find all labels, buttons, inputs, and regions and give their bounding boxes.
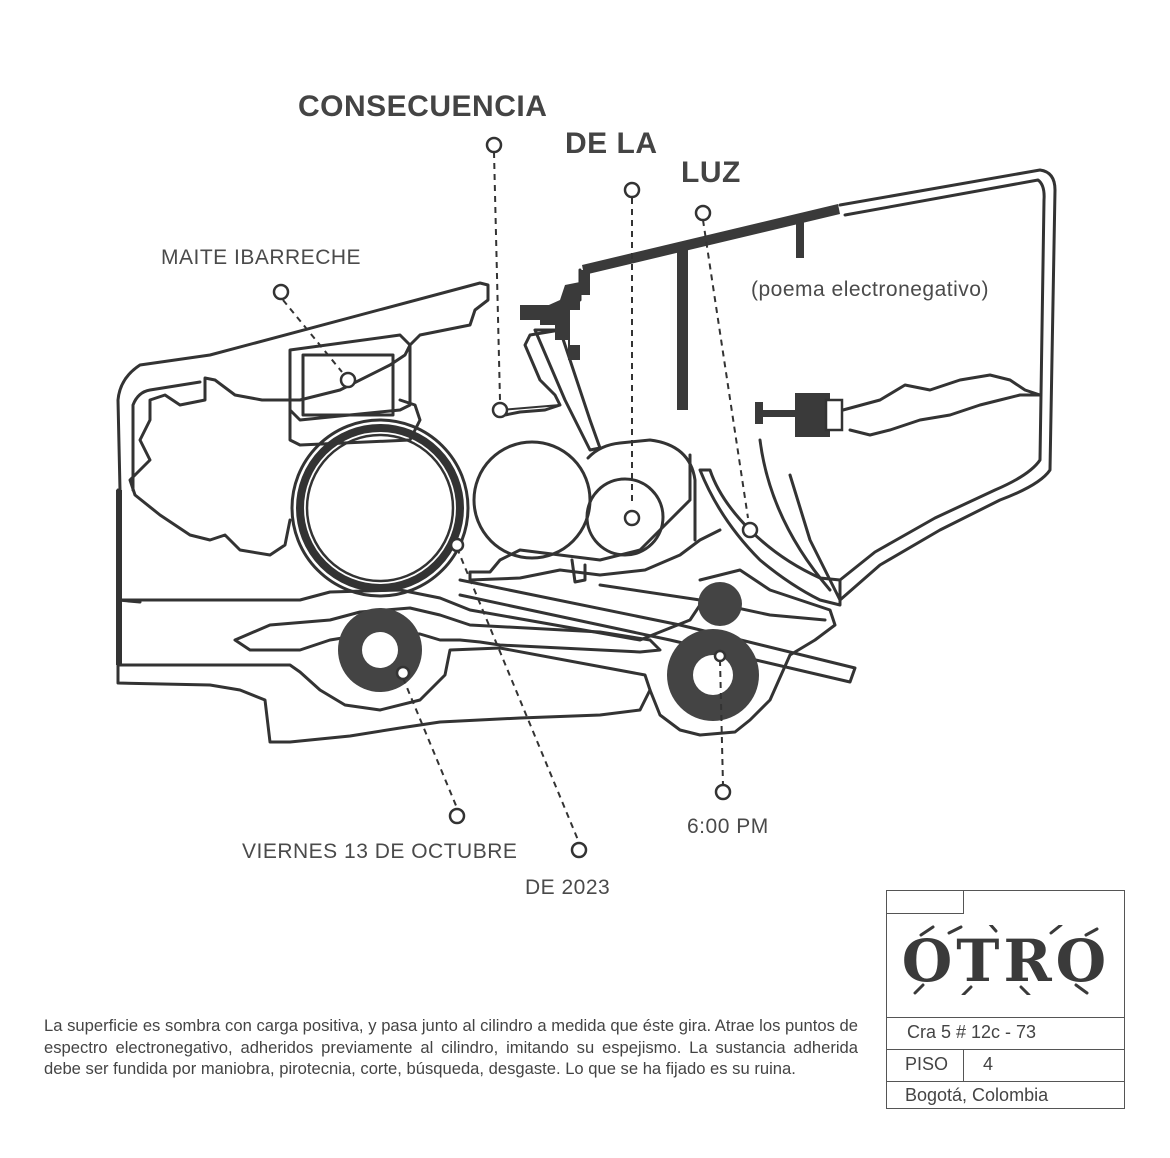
housing-outline	[116, 281, 490, 557]
scanner-clip	[755, 402, 763, 424]
marker-time-top	[713, 649, 727, 663]
lower-housing	[116, 588, 702, 642]
title-line-2: DE LA	[565, 127, 658, 160]
drum-outer	[290, 418, 470, 598]
title-line-3: LUZ	[681, 156, 741, 189]
drum-ring	[296, 424, 464, 592]
marker-artist-bottom	[339, 371, 357, 389]
marker-dela-bottom	[623, 509, 641, 527]
right-contour-2	[848, 393, 1042, 437]
marker-time-bottom	[714, 783, 732, 801]
laser-stack	[520, 270, 590, 360]
marker-title-top	[485, 136, 503, 154]
subtitle: (poema electronegativo)	[751, 278, 989, 301]
marker-artist-top	[272, 283, 290, 301]
fuser-roller-core	[693, 655, 733, 695]
scanner-lens	[824, 398, 844, 432]
cover-curve	[698, 468, 842, 607]
venue-logo-text: OTRO	[902, 927, 1110, 995]
rail-diag	[458, 578, 857, 684]
developer-roller	[472, 440, 592, 560]
marker-luz-bottom	[741, 521, 759, 539]
drum-inner	[305, 433, 455, 583]
date-line-1: VIERNES 13 DE OCTUBRE	[242, 840, 518, 863]
floor-divider	[963, 1050, 964, 1081]
marker-dela-top	[623, 181, 641, 199]
marker-year-top	[449, 537, 465, 553]
laser-post	[677, 245, 688, 410]
feed-guide	[570, 558, 587, 584]
venue-logo: OTRO	[902, 925, 1110, 995]
event-time: 6:00 PM	[687, 815, 769, 838]
artist-name: MAITE IBARRECHE	[161, 246, 362, 269]
chute	[533, 328, 602, 452]
feed-roller-core	[362, 632, 398, 668]
venue-city: Bogotá, Colombia	[887, 1081, 1124, 1110]
callout-line-title	[493, 151, 501, 401]
right-housing	[788, 168, 1057, 602]
venue-floor-row: PISO 4	[887, 1049, 1124, 1081]
marker-title-bottom	[491, 401, 509, 419]
card-tab	[887, 891, 964, 914]
marker-year-bottom	[570, 841, 588, 859]
scanner-body	[795, 393, 830, 437]
right-housing-inner	[838, 178, 1046, 582]
cover-arc	[758, 438, 832, 592]
lower-inner-tray	[233, 606, 662, 654]
callout-line-year	[456, 547, 579, 841]
venue-card: OTRO Cra 5 # 12c - 73 PISO 4 Bogotá, Col…	[886, 890, 1125, 1109]
callout-line-time	[719, 659, 724, 786]
callout-line-date	[402, 677, 458, 809]
marker-date-top	[395, 665, 411, 681]
marker-luz-top	[694, 204, 712, 222]
laser-tab	[796, 220, 804, 258]
callout-tail-title	[499, 404, 561, 411]
cartridge-housing	[288, 333, 412, 422]
middle-wall	[468, 453, 722, 582]
floor-value: 4	[983, 1054, 994, 1074]
date-line-2: DE 2023	[525, 876, 611, 899]
description-paragraph: La superficie es sombra con carga positi…	[44, 1016, 858, 1078]
floor-label: PISO	[905, 1054, 949, 1074]
marker-date-bottom	[448, 807, 466, 825]
laser-block	[520, 305, 550, 320]
callout-line-artist	[282, 299, 343, 373]
roller-housing	[586, 438, 697, 542]
right-contour	[841, 373, 1042, 412]
pressure-roller	[698, 582, 742, 626]
housing-bar	[116, 490, 122, 665]
housing-inner-contour	[131, 380, 202, 492]
scanner-arm	[762, 410, 797, 417]
upper-shelf	[288, 393, 422, 447]
laser-bar	[582, 204, 840, 275]
lower-tray	[116, 646, 652, 744]
transfer-roller	[585, 477, 665, 557]
fuser-frame	[648, 568, 837, 737]
venue-address: Cra 5 # 12c - 73	[887, 1017, 1124, 1049]
title-line-1: CONSECUENCIA	[298, 90, 548, 123]
